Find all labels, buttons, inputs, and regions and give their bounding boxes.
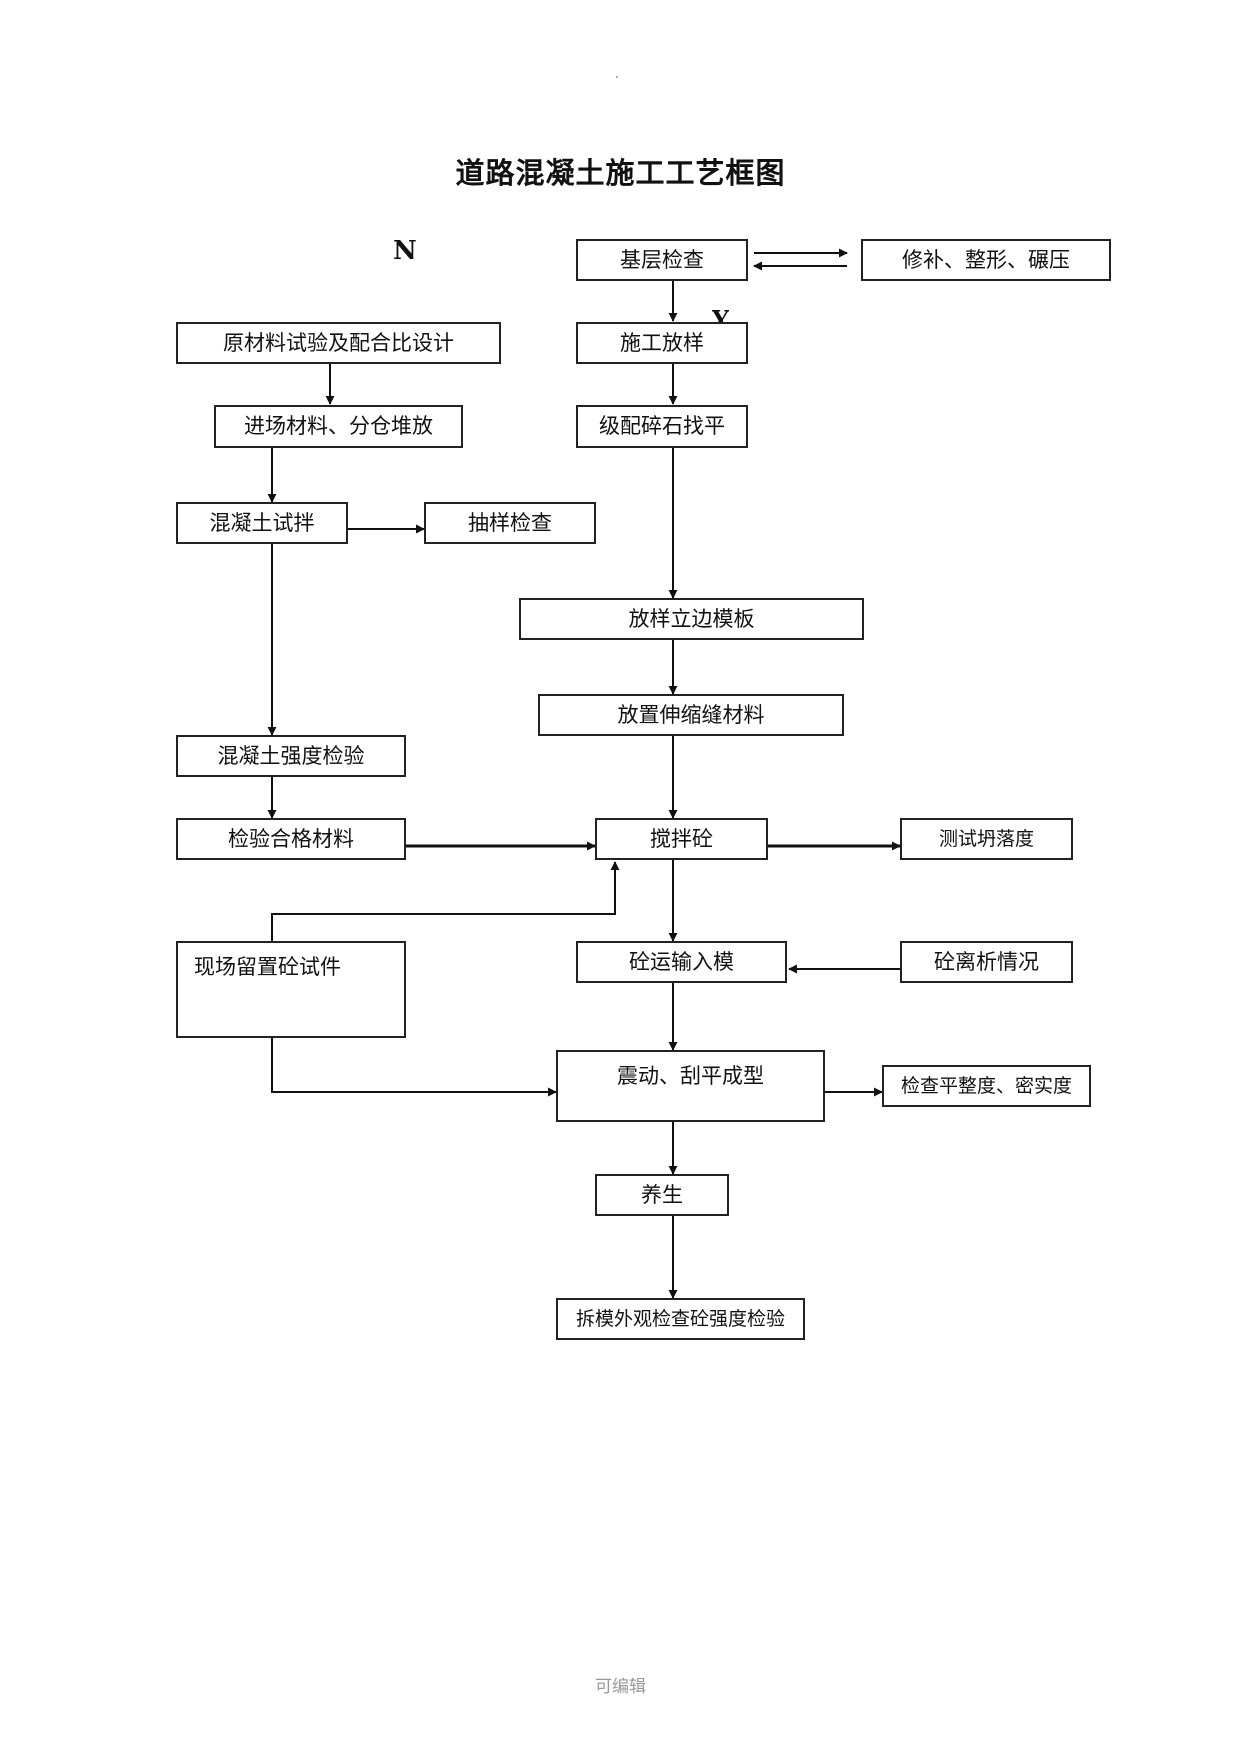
box-formwork: 放样立边模板 [519, 598, 864, 640]
box-strength-test: 混凝土强度检验 [176, 735, 406, 777]
box-flatness-check: 检查平整度、密实度 [882, 1065, 1091, 1107]
box-segregation: 砼离析情况 [900, 941, 1073, 983]
page-title: 道路混凝土施工工艺框图 [455, 156, 786, 190]
box-repair: 修补、整形、碾压 [861, 239, 1111, 281]
box-trial-mix: 混凝土试拌 [176, 502, 348, 544]
arrow-specimen-to-vibrate [271, 1038, 557, 1097]
box-curing: 养生 [595, 1174, 729, 1216]
box-vibrate-level: 震动、刮平成型 [556, 1050, 825, 1122]
box-material-storage: 进场材料、分仓堆放 [214, 405, 463, 448]
box-slump-test: 测试坍落度 [900, 818, 1073, 860]
label-yes: Y [712, 305, 730, 322]
box-layout: 施工放样 [576, 322, 748, 364]
box-gravel-leveling: 级配碎石找平 [576, 405, 748, 448]
box-base-check: 基层检查 [576, 239, 748, 281]
footer-editable: 可编辑 [595, 1677, 646, 1697]
box-mixing: 搅拌砼 [595, 818, 768, 860]
arrow-specimen-to-mixing [271, 861, 620, 941]
label-no: N [393, 236, 417, 266]
box-final-check: 拆模外观检查砼强度检验 [556, 1298, 805, 1340]
box-qualified-material: 检验合格材料 [176, 818, 406, 860]
box-site-specimen: 现场留置砼试件 [176, 941, 406, 1038]
box-transport: 砼运输入模 [576, 941, 787, 983]
page-dot-mark [616, 76, 618, 78]
box-raw-material: 原材料试验及配合比设计 [176, 322, 501, 364]
box-joint-material: 放置伸缩缝材料 [538, 694, 844, 736]
box-sample-check: 抽样检查 [424, 502, 596, 544]
